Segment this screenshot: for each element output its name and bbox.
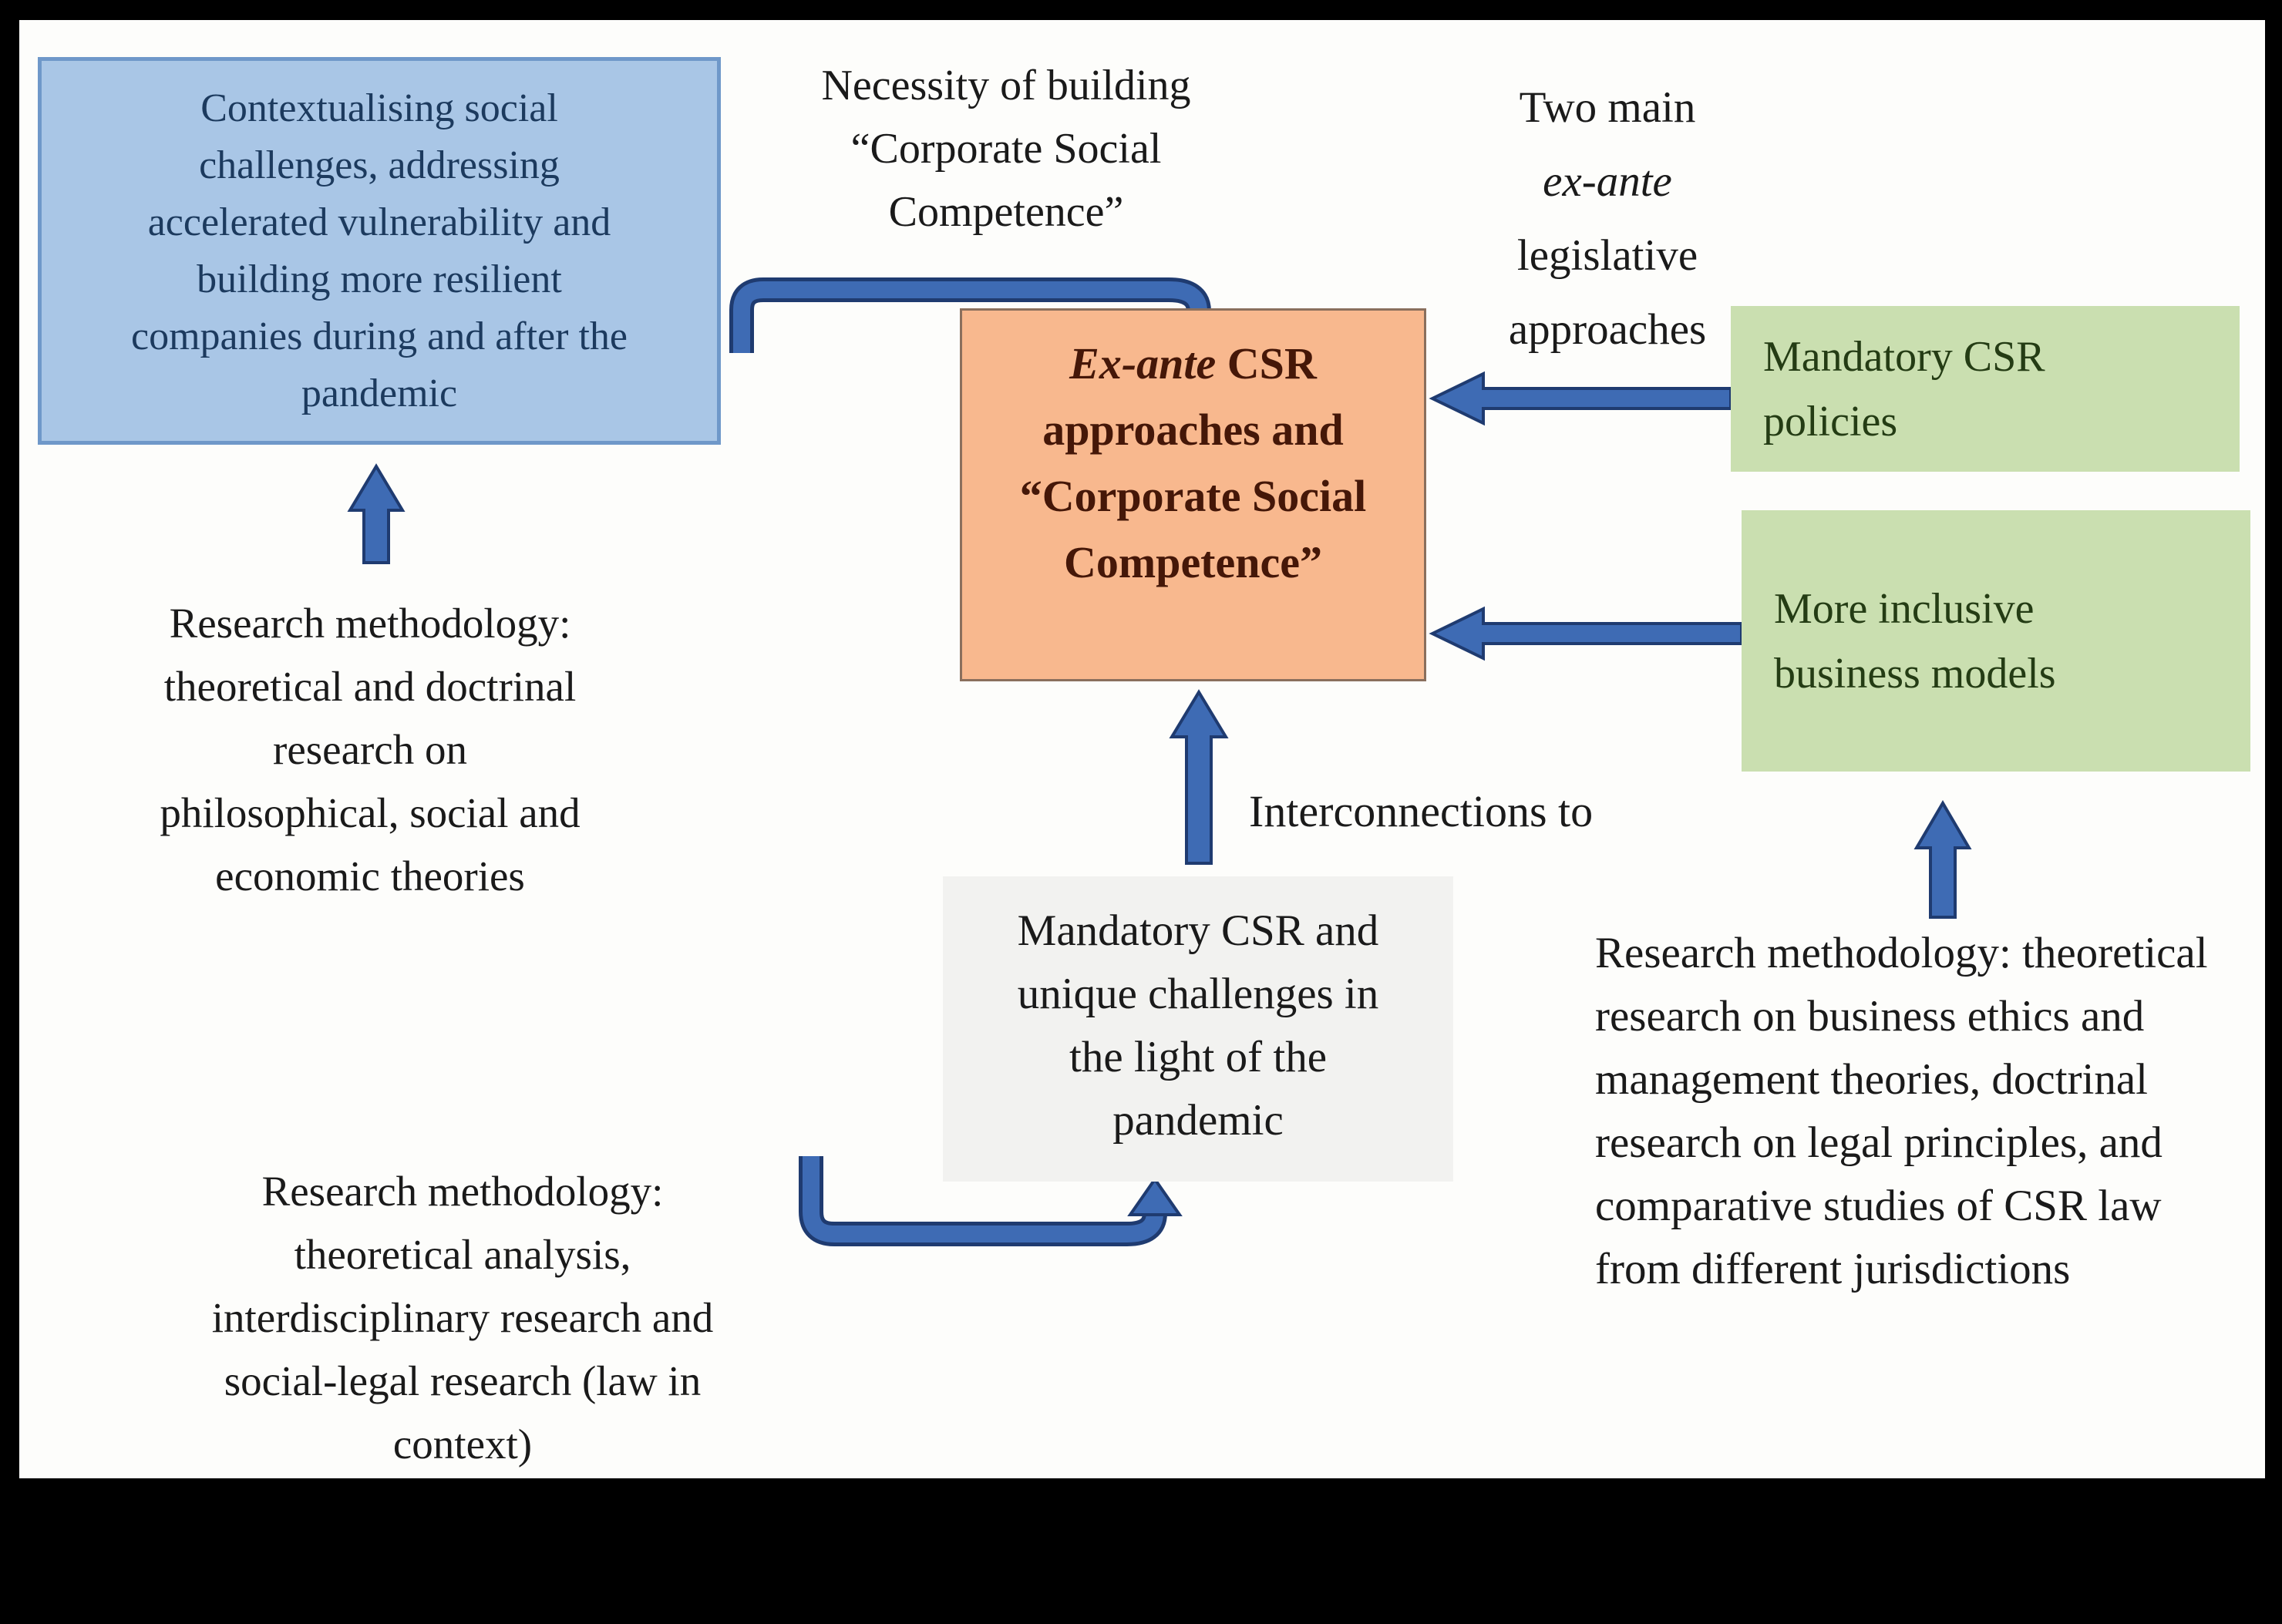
two-main-line4: approaches (1508, 305, 1707, 354)
mandatory-csr-policies-box: Mandatory CSR policies (1731, 306, 2240, 472)
ex-ante-csr-title-line: Ex-ante CSR (962, 331, 1424, 397)
bottom-left-methodology-text: Research methodology: theoretical analys… (211, 1168, 714, 1468)
contextualising-box: Contextualising social challenges, addre… (38, 57, 721, 445)
two-main-line3: legislative (1516, 231, 1698, 280)
ex-ante-csr-box-text: approaches and “Corporate Social Compete… (1019, 405, 1367, 587)
ex-ante-rest: CSR (1216, 338, 1317, 388)
two-main-line1: Two main (1519, 83, 1696, 132)
mandatory-csr-challenges-text: Mandatory CSR and unique challenges in t… (1017, 906, 1379, 1145)
inclusive-business-models-box: More inclusive business models (1742, 510, 2250, 772)
bottom-right-methodology-text: Research methodology: theoretical resear… (1595, 929, 2208, 1293)
mandatory-csr-challenges-box: Mandatory CSR and unique challenges in t… (943, 876, 1453, 1182)
necessity-label: Necessity of building “Corporate Social … (821, 62, 1191, 236)
two-main-line2-exante: ex-ante (1543, 157, 1672, 206)
ex-ante-csr-box: Ex-ante CSR approaches and “Corporate So… (960, 308, 1426, 681)
left-methodology-text: Research methodology: theoretical and do… (160, 600, 581, 899)
ex-ante-italic: Ex-ante (1069, 338, 1217, 388)
interconnections-label: Interconnections to (1249, 786, 1594, 836)
mandatory-csr-policies-text: Mandatory CSR policies (1763, 332, 2045, 446)
inclusive-business-models-text: More inclusive business models (1774, 584, 2056, 698)
contextualising-box-text: Contextualising social challenges, addre… (131, 86, 628, 415)
two-main-label: Two main ex-ante legislative approaches (1457, 71, 1758, 367)
